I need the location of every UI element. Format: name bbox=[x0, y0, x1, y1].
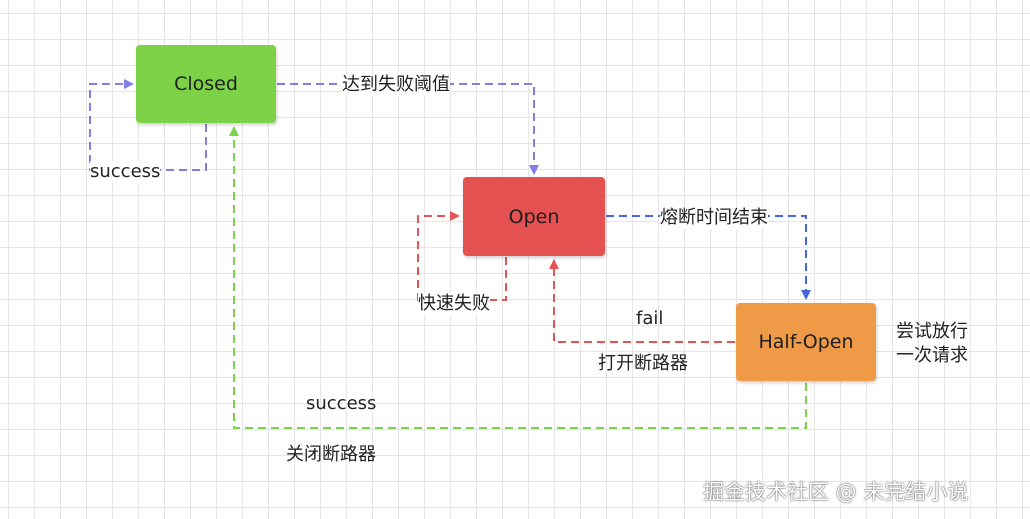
closed-state-label: Closed bbox=[174, 73, 238, 95]
edge-closed-to-open bbox=[277, 83, 539, 175]
closed-state-node: Closed bbox=[136, 45, 276, 123]
half-open-annotation: 尝试放行 一次请求 bbox=[896, 320, 968, 368]
closed-to-open-label: 达到失败阈值 bbox=[342, 74, 450, 96]
halfopen-to-closed-label: 关闭断路器 bbox=[286, 444, 376, 465]
half-open-annotation-line2: 一次请求 bbox=[896, 345, 968, 366]
open-to-halfopen-label: 熔断时间结束 bbox=[660, 207, 768, 229]
open-state-label: Open bbox=[508, 205, 560, 228]
watermark-text: 掘金技术社区 @ 未完结小说 bbox=[703, 480, 969, 504]
half-open-state-node: Half-Open bbox=[736, 303, 876, 381]
half-open-state-label: Half-Open bbox=[758, 331, 854, 353]
closed-self-loop-label: success bbox=[90, 161, 161, 183]
half-open-annotation-line1: 尝试放行 bbox=[896, 321, 968, 342]
halfopen-to-closed-success-label: success bbox=[306, 393, 377, 414]
open-self-loop-label: 快速失败 bbox=[418, 293, 490, 315]
halfopen-to-open-fail-label: fail bbox=[636, 308, 664, 329]
open-state-node: Open bbox=[463, 177, 605, 256]
halfopen-to-open-label: 打开断路器 bbox=[598, 353, 688, 374]
edge-halfopen-to-closed bbox=[229, 126, 807, 429]
edge-halfopen-to-open bbox=[549, 259, 735, 343]
